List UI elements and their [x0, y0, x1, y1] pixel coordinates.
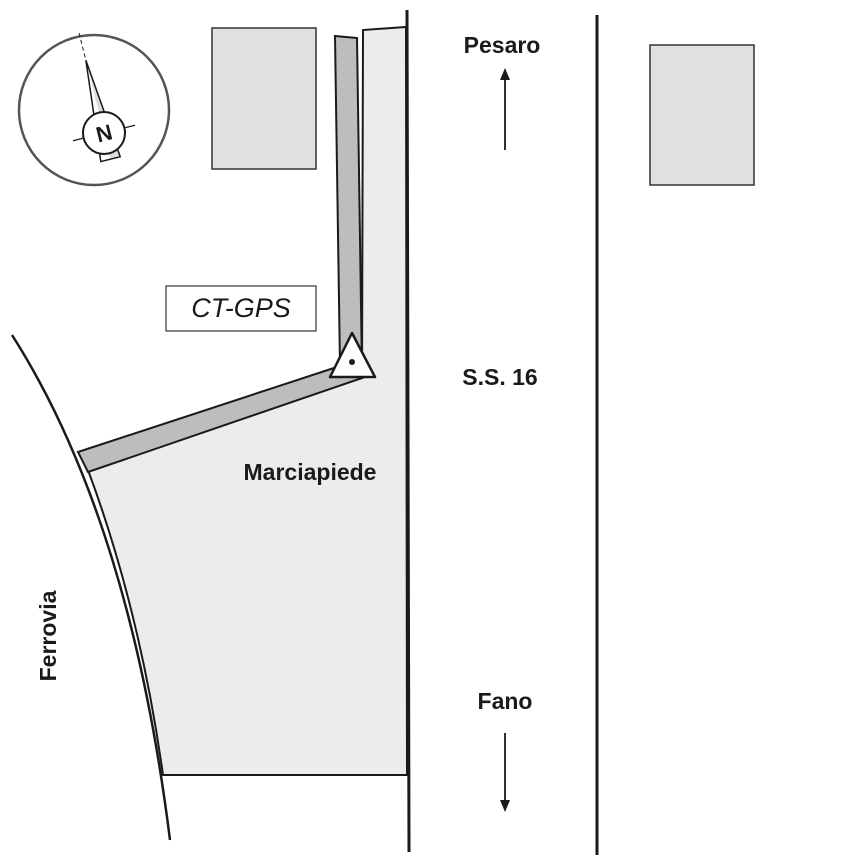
label-road: S.S. 16	[462, 364, 537, 390]
building-left	[211, 27, 317, 170]
building-right	[649, 44, 755, 186]
kerb-strip-vertical	[333, 34, 364, 374]
triangle-benchmark-icon	[328, 331, 377, 379]
label-fano: Fano	[478, 688, 533, 714]
road-edge-left	[405, 9, 411, 853]
north-arrow-compass-icon: N	[17, 32, 171, 187]
label-railway: Ferrovia	[35, 590, 61, 681]
label-sidewalk: Marciapiede	[244, 459, 377, 485]
station-label-box	[165, 285, 317, 332]
arrow-south-icon	[500, 733, 510, 812]
station-label: CT-GPS	[191, 293, 291, 323]
railway-line	[10, 334, 172, 841]
compass-north-letter: N	[93, 119, 114, 147]
label-pesaro: Pesaro	[464, 32, 541, 58]
arrow-north-icon	[500, 68, 510, 150]
sidewalk-area	[86, 25, 409, 776]
